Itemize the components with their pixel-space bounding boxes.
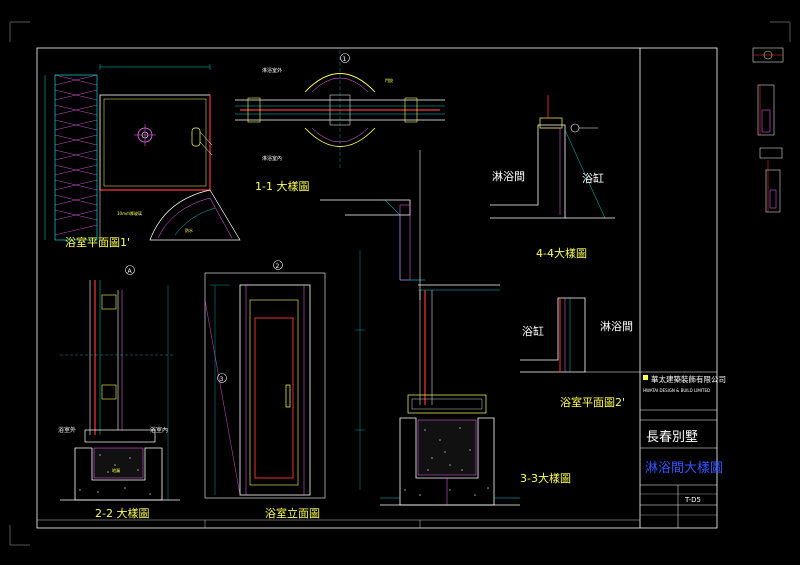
label-hinge: 門鉸 [385,77,393,83]
bath-elevation: 2 3 1 A 浴室立面圖 [125,53,350,520]
sheet-title: 淋浴間大樣圖 [645,461,723,476]
label-bathtub-4-4: 浴缸 [582,171,604,185]
title-block [640,371,717,528]
title-bath-plan-2: 浴室平面圖2' [560,395,625,409]
title-bath-elevation: 浴室立面圖 [265,506,320,520]
title-detail-4-4: 4-4大樣圖 [536,246,587,260]
detail-4-4: 淋浴間 浴缸 4-4大樣圖 [490,95,615,260]
bath-plan-2: 浴缸 淋浴間 浴室平面圖2' [520,297,640,409]
marker-a: A [128,268,133,275]
label-drain: 地漏 [112,467,120,473]
label-bathtub-plan-2: 浴缸 [522,324,544,338]
title-detail-3-3: 3-3大樣圖 [520,471,571,485]
marker-1: 1 [343,56,347,63]
marker-3: 3 [220,376,224,383]
company-name: 華太建築裝飾有限公司 [651,374,726,384]
label-shower-plan-2: 淋浴間 [600,320,633,333]
label-shower-4-4: 淋浴間 [492,170,525,183]
label-glass: 10mm厚玻璃 [117,210,142,216]
company-logo-icon [643,375,648,380]
bath-plan-1: 10mm厚玻璃 防水 浴室平面圖1' [44,64,241,249]
title-bath-plan-1: 浴室平面圖1' [65,235,130,249]
marker-2: 2 [276,263,280,270]
label-waterproof: 防水 [185,227,193,233]
sheet-number: T-D5 [684,496,701,504]
label-bath-inside: 淋浴室內 [262,155,282,162]
thumbnail-details [752,47,784,213]
label-bath-inside-2-2: 浴室內 [150,426,168,434]
label-bath-outside: 淋浴室外 [262,67,282,74]
company-name-en: HWATAI DESIGN & BUILD LIMITED [643,388,710,393]
title-detail-1-1: 1-1 大樣圖 [255,179,309,193]
detail-2-2: 浴室外 浴室內 地漏 2-2 大樣圖 [58,280,180,520]
central-section [320,150,500,490]
crop-marks [9,21,791,546]
detail-1-1: 淋浴室外 淋浴室內 門鉸 1-1 大樣圖 [235,50,445,193]
title-detail-2-2: 2-2 大樣圖 [95,506,149,520]
project-name: 長春別墅 [646,430,698,445]
label-bath-outside-2-2: 浴室外 [58,426,76,434]
detail-3-3: 3-3大樣圖 [380,394,571,506]
